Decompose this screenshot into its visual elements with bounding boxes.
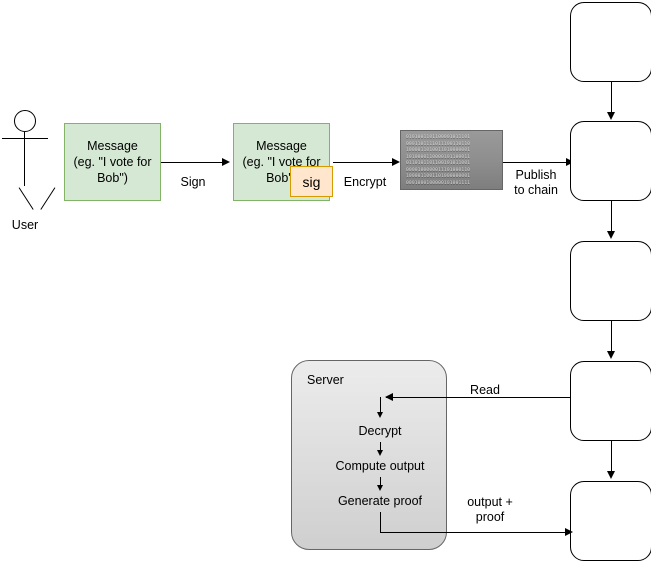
actor-label: User <box>11 218 39 232</box>
edge-read-line <box>386 397 570 398</box>
edge-encrypt-label: Encrypt <box>343 175 387 189</box>
chain-block-1[interactable] <box>570 2 651 82</box>
chain-block-2[interactable] <box>570 121 651 201</box>
edge-publish-line <box>503 162 567 163</box>
actor-head-icon <box>14 110 36 132</box>
ciphertext-bits: 0101001101100001011101 00011011110111001… <box>406 135 471 186</box>
edge-output-proof-riser <box>380 512 381 532</box>
edge-sign-label: Sign <box>180 175 206 189</box>
server-step-generate-proof: Generate proof <box>337 494 423 508</box>
edge-output-proof-label: output + proof <box>467 495 513 524</box>
edge-output-proof-line <box>380 532 566 533</box>
actor-body <box>24 132 26 186</box>
edge-publish-label: Publish to chain <box>514 168 558 197</box>
server-step-decrypt: Decrypt <box>358 424 402 438</box>
actor-leg-left <box>18 187 34 210</box>
edge-output-proof-arrowhead-icon <box>565 527 573 536</box>
edge-read-drop <box>380 397 381 414</box>
message-signed-box: Message (eg. "I vote for Bob") <box>233 123 330 201</box>
message-plain-box: Message (eg. "I vote for Bob") <box>64 123 161 201</box>
ciphertext-block: 0101001101100001011101 00011011110111001… <box>400 130 503 190</box>
chain-block-3[interactable] <box>570 241 651 321</box>
server-title: Server <box>307 373 344 387</box>
edge-read-drop-arrowhead-icon <box>376 412 383 418</box>
edge-encrypt-line <box>333 162 393 163</box>
edge-sign-arrowhead-icon <box>222 157 230 166</box>
server-container <box>291 360 447 550</box>
server-step-compute-output: Compute output <box>335 459 425 473</box>
edge-read-label: Read <box>470 383 500 397</box>
edge-sign-line <box>161 162 223 163</box>
actor-leg-right <box>40 187 56 210</box>
edge-encrypt-arrowhead-icon <box>392 157 400 166</box>
signature-badge: sig <box>290 166 333 197</box>
chain-block-4[interactable] <box>570 361 651 441</box>
chain-block-5[interactable] <box>570 481 651 561</box>
edge-read-arrowhead-icon <box>385 392 393 401</box>
